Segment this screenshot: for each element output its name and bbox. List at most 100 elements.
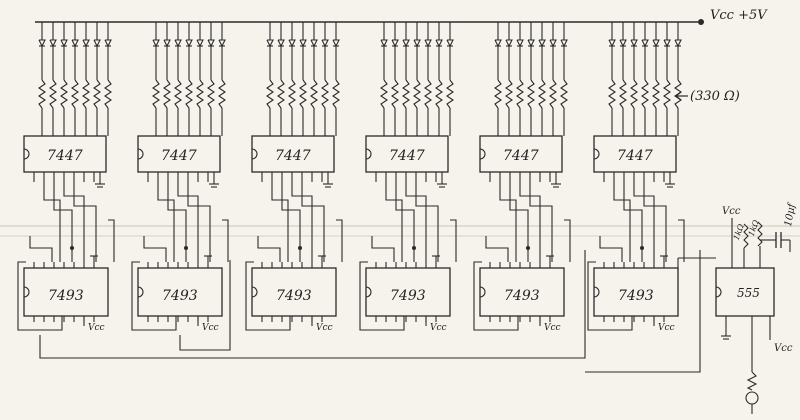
bcd-wire xyxy=(73,182,97,262)
segment-resistor xyxy=(152,79,160,109)
counter-chip-label: 7493 xyxy=(390,288,426,304)
counter-chip-notch xyxy=(251,286,258,298)
timer-chip-label: 555 xyxy=(737,286,760,300)
segment-resistor xyxy=(60,79,68,109)
segment-resistor xyxy=(218,79,226,109)
led-icon xyxy=(674,39,682,48)
led-icon xyxy=(652,39,660,48)
segment-resistor xyxy=(494,79,502,109)
reset-wire xyxy=(371,236,395,262)
counter-loop-wire xyxy=(359,261,405,331)
segment-resistor xyxy=(608,79,616,109)
segment-resistor xyxy=(619,79,627,109)
led-icon xyxy=(174,39,182,48)
timer-section: 555 Vcc 1kΩ 1kΩ 10μf Vcc xyxy=(677,201,798,414)
decoder-chip-notch xyxy=(479,148,486,160)
counter-vcc-label: Vcc xyxy=(88,323,105,333)
counter-chip-notch xyxy=(365,286,372,298)
counter-loop-wire xyxy=(587,261,633,331)
carry-wire xyxy=(108,219,115,262)
decoder-chip-label: 7447 xyxy=(47,148,83,164)
junction-dot xyxy=(184,246,188,250)
counter-chip-notch xyxy=(479,286,486,298)
segment-resistor xyxy=(277,79,285,109)
segment-resistor xyxy=(207,79,215,109)
timer-led-icon xyxy=(745,391,759,405)
decoder-chip-notch xyxy=(251,148,258,160)
led-icon xyxy=(104,39,112,48)
segment-resistor xyxy=(174,79,182,109)
segment-resistor xyxy=(391,79,399,109)
led-icon xyxy=(391,39,399,48)
segment-resistor xyxy=(630,79,638,109)
segment-resistor xyxy=(527,79,535,109)
bcd-wire xyxy=(281,182,301,262)
decoder-chip-label: 7447 xyxy=(617,148,653,164)
counter-loop-wire xyxy=(17,261,63,331)
decoder-chip-label: 7447 xyxy=(389,148,425,164)
led-icon xyxy=(163,39,171,48)
segment-resistor xyxy=(549,79,557,109)
led-icon xyxy=(538,39,546,48)
bcd-wire xyxy=(53,182,73,262)
led-icon xyxy=(413,39,421,48)
segment-resistor xyxy=(185,79,193,109)
timer-vcc-label: Vcc xyxy=(722,206,741,217)
reset-wire xyxy=(599,236,623,262)
bottom-bus-wire xyxy=(179,260,231,351)
timer-r2-label: 1kΩ xyxy=(747,218,761,237)
segment-resistor xyxy=(424,79,432,109)
bcd-wire xyxy=(43,182,61,262)
segment-resistor xyxy=(402,79,410,109)
segment-resistor xyxy=(93,79,101,109)
segment-resistor xyxy=(49,79,57,109)
led-icon xyxy=(494,39,502,48)
bcd-wire xyxy=(157,182,175,262)
bcd-wire xyxy=(499,182,517,262)
counter-chip xyxy=(365,267,451,317)
junction-dot xyxy=(640,246,644,250)
bcd-wire xyxy=(187,182,211,262)
segment-resistor xyxy=(446,79,454,109)
led-icon xyxy=(93,39,101,48)
vcc-rail-label: Vcc +5V xyxy=(710,8,768,23)
counter-loop-wire xyxy=(473,261,519,331)
segment-resistor xyxy=(332,79,340,109)
segment-resistor xyxy=(435,79,443,109)
bcd-wire xyxy=(613,182,631,262)
bcd-wire xyxy=(385,182,403,262)
led-icon xyxy=(516,39,524,48)
decoder-chip-notch xyxy=(593,148,600,160)
segment-resistor xyxy=(82,79,90,109)
led-icon xyxy=(299,39,307,48)
timer-cap-label: 10μf xyxy=(783,201,798,228)
segment-resistor xyxy=(674,79,682,109)
timer-vcc-label-2: Vcc xyxy=(774,343,793,354)
segment-resistor xyxy=(288,79,296,109)
counter-chip-label: 7493 xyxy=(276,288,312,304)
decoder-chip xyxy=(479,135,563,173)
led-icon xyxy=(332,39,340,48)
counter-chip-label: 7493 xyxy=(48,288,84,304)
decoder-chip xyxy=(593,135,677,173)
led-icon xyxy=(266,39,274,48)
decoder-chip-label: 7447 xyxy=(503,148,539,164)
decoder-chip-label: 7447 xyxy=(275,148,311,164)
carry-wire xyxy=(678,219,685,262)
led-icon xyxy=(446,39,454,48)
decoder-chip-label: 7447 xyxy=(161,148,197,164)
led-icon xyxy=(196,39,204,48)
led-icon xyxy=(663,39,671,48)
reset-wire xyxy=(485,236,509,262)
led-icon xyxy=(424,39,432,48)
decoder-chip-notch xyxy=(23,148,30,160)
bottom-bus-wire xyxy=(585,250,701,373)
counter-chip-notch xyxy=(137,286,144,298)
led-icon xyxy=(38,39,46,48)
carry-wire xyxy=(336,219,343,262)
counter-chip-notch xyxy=(23,286,30,298)
segment-resistor xyxy=(505,79,513,109)
segment-resistor xyxy=(380,79,388,109)
segment-resistor xyxy=(71,79,79,109)
